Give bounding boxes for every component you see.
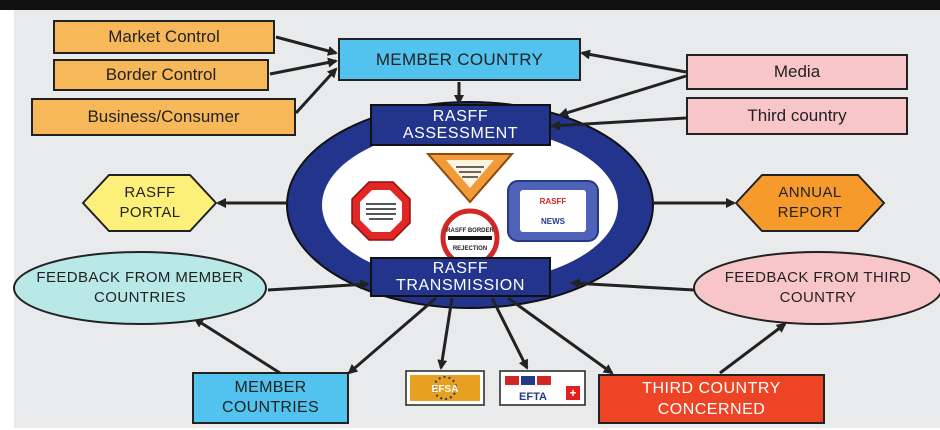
arrow-media-to-assessment — [558, 74, 687, 118]
arrow-border-to-member — [269, 57, 338, 76]
member-country-box: MEMBER COUNTRY — [338, 38, 581, 81]
rasff-assessment-box: RASFF ASSESSMENT — [370, 104, 551, 146]
efsa-logo-text: EFSA — [432, 384, 459, 395]
rapid-alert-triangle-logo — [425, 153, 515, 204]
arrow-members-to-feedback — [193, 317, 281, 375]
rasff-news-logo — [507, 180, 599, 242]
border-rejection-logo — [440, 208, 500, 268]
third-country-concerned-box: THIRD COUNTRY CONCERNED — [598, 374, 825, 424]
feedback-third-ellipse — [693, 251, 940, 325]
central-oval-inner — [322, 127, 618, 283]
svg-text:+: + — [569, 386, 576, 400]
efta-logo-text: EFTA — [519, 391, 547, 403]
flow-arrows — [193, 35, 787, 375]
arrow-transmission-to-efta — [490, 297, 529, 370]
arrow-transmission-to-efsa — [437, 297, 454, 370]
efta-logo: + EFTA — [499, 370, 586, 406]
arrow-business-to-member — [294, 67, 338, 115]
efsa-logo: EFSA — [405, 370, 485, 406]
border-control-box: Border Control — [53, 59, 269, 91]
rapid-alert-octagon-logo — [351, 181, 411, 241]
arrow-transmission-to-third — [507, 296, 614, 375]
rasff-transmission-box: RASFF TRANSMISSION — [370, 257, 551, 297]
business-consumer-box: Business/Consumer — [31, 98, 296, 136]
arrow-media-to-member — [580, 49, 687, 74]
news-logo-bottom: NEWS — [541, 217, 566, 226]
third-country-box: Third country — [686, 97, 908, 135]
border-logo-bottom: REJECTION — [453, 246, 487, 252]
caption-band — [0, 0, 940, 10]
annual-report-hexagon — [734, 174, 886, 232]
feedback-third-label: FEEDBACK FROM THIRD COUNTRY — [724, 269, 912, 306]
arrow-third-to-feedback — [719, 322, 787, 375]
market-control-box: Market Control — [53, 20, 275, 54]
feedback-member-label: FEEDBACK FROM MEMBER COUNTRIES — [36, 269, 244, 306]
arrow-market-to-member — [275, 35, 338, 56]
arrow-feedback-member-to-transmission — [267, 279, 370, 292]
arrow-feedback-third-to-transmission — [570, 278, 695, 292]
annual-report-label: ANNUAL REPORT — [777, 184, 843, 221]
feedback-member-ellipse — [13, 251, 267, 325]
media-box: Media — [686, 54, 908, 90]
arrow-third-to-assessment — [550, 116, 687, 131]
member-countries-box: MEMBER COUNTRIES — [192, 372, 349, 424]
portal-hexagon — [81, 174, 218, 232]
news-logo-top: RASFF — [540, 197, 567, 206]
rasff-portal-label: RASFF PORTAL — [119, 184, 181, 221]
border-logo-top: RASFF BORDER — [446, 228, 494, 234]
arrow-transmission-to-members — [347, 296, 437, 375]
